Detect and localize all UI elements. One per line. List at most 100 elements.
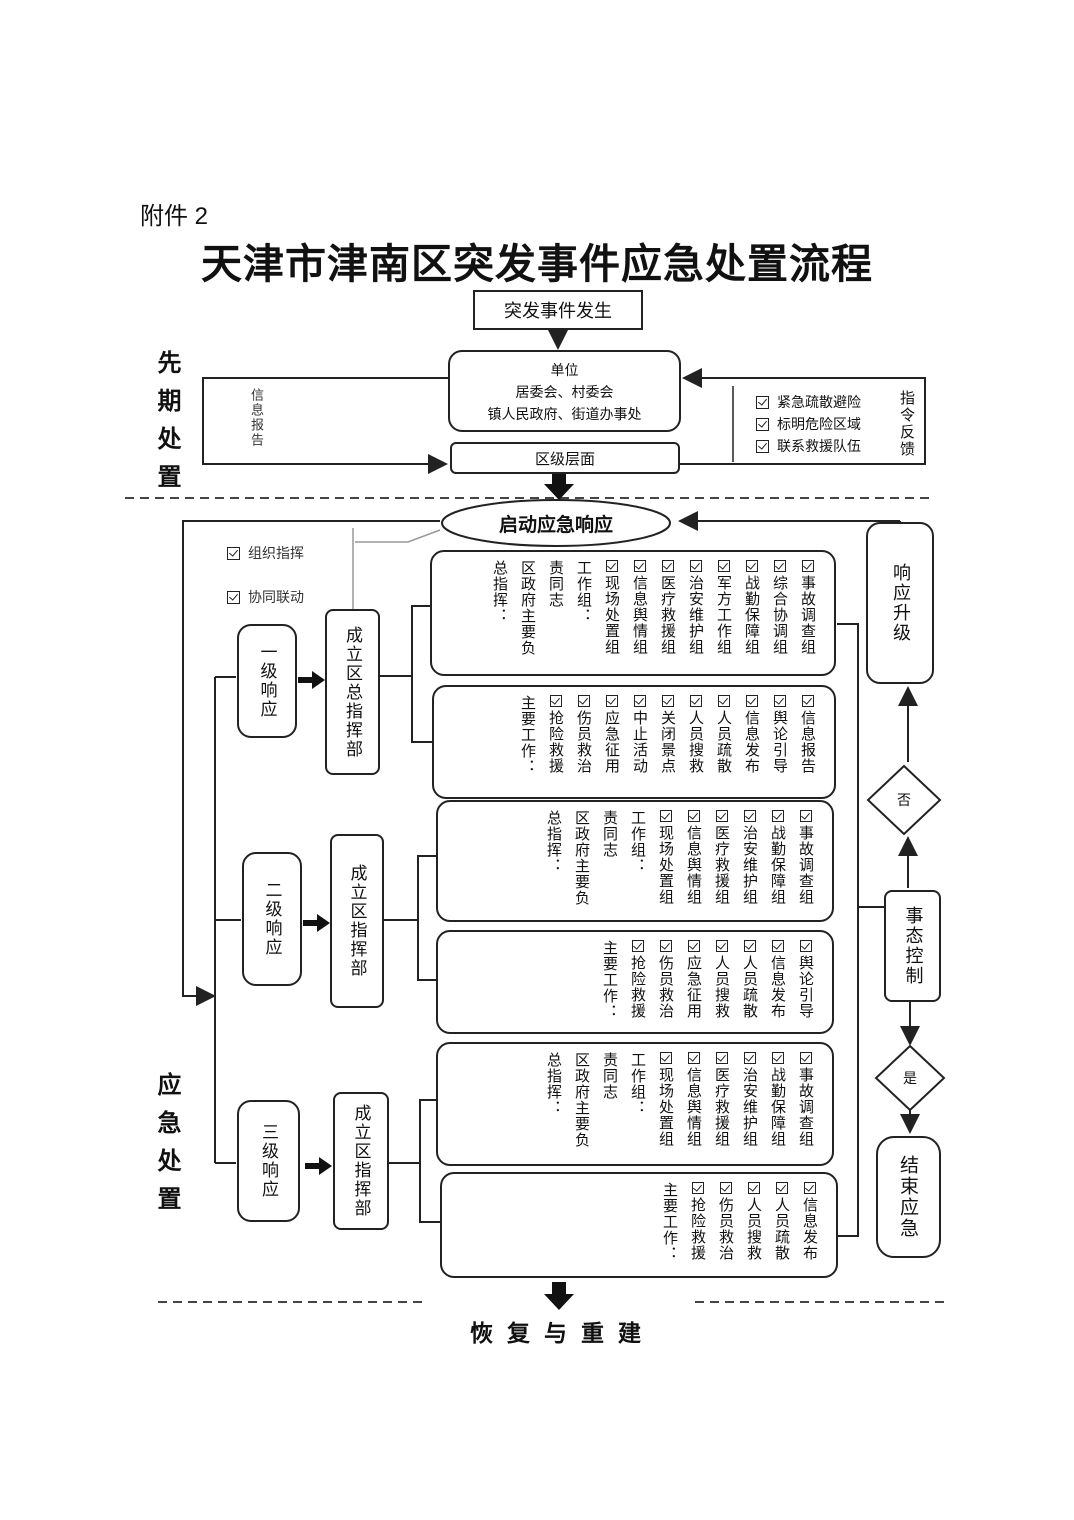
checkbox-icon [632,940,644,952]
detail-text: 区政府主要负 [573,810,591,906]
level-1-team-box: 总指挥：区政府主要负责同志工作组：现场处置组信息舆情组医疗救援组治安维护组军方工… [430,550,836,676]
detail-column: 人员疏散 [736,940,764,1024]
detail-text: 人员疏散 [773,1197,791,1261]
detail-text: 区政府主要负 [519,560,537,656]
coordination-item: 组织指挥 [227,532,304,576]
detail-column: 现场处置组 [652,810,680,912]
unit-line3: 镇人民政府、街道办事处 [487,407,642,423]
checkbox-icon [772,810,784,822]
level-3-work-box: 主要工作：抢险救援伤员救治人员搜救人员疏散信息发布 [440,1172,838,1278]
attachment-label: 附件 2 [140,203,209,230]
detail-text: 总指挥： [545,1052,563,1116]
level-2-hq: 成立区指挥部 [330,834,384,1008]
detail-column: 应急征用 [598,695,626,789]
checkbox-icon [744,940,756,952]
level-3-hq: 成立区指挥部 [333,1092,389,1230]
event-box: 突发事件发生 [473,290,643,330]
checkbox-icon [746,560,758,572]
detail-text: 信息舆情组 [631,575,649,655]
detail-text: 责同志 [601,810,619,858]
detail-text: 信息发布 [743,710,761,774]
upgrade-box: 响应升级 [866,522,934,684]
checkbox-icon [550,695,562,707]
detail-column: 伤员救治 [652,940,680,1024]
checkbox-icon [660,1052,672,1064]
command-feedback-label: 指令反馈 [898,390,916,458]
detail-text: 工作组： [575,560,593,624]
page-title: 天津市津南区突发事件应急处置流程 [201,240,873,288]
detail-text: 军方工作组 [715,575,733,655]
detail-text: 责同志 [547,560,565,608]
checkbox-icon [692,1182,704,1194]
detail-column: 总指挥： [540,810,568,912]
detail-text: 现场处置组 [603,575,621,655]
detail-column: 人员搜救 [708,940,736,1024]
detail-column: 责同志 [542,560,570,666]
detail-text: 舆论引导 [771,710,789,774]
unit-box: 单位 居委会、村委会 镇人民政府、街道办事处 [448,350,681,432]
checkbox-icon [662,560,674,572]
checkbox-icon [660,940,672,952]
checkbox-icon [720,1182,732,1194]
checkbox-icon [716,940,728,952]
detail-column: 信息发布 [738,695,766,789]
detail-column: 人员疏散 [768,1182,796,1268]
yes-diamond [874,1044,946,1112]
detail-column: 伤员救治 [712,1182,740,1268]
launch-label: 启动应急响应 [498,513,613,536]
level-2-team-box: 总指挥：区政府主要负责同志工作组：现场处置组信息舆情组医疗救援组治安维护组战勤保… [436,800,834,922]
detail-text: 应急征用 [685,955,703,1019]
detail-text: 人员搜救 [713,955,731,1019]
checkbox-icon [606,695,618,707]
info-report-label: 信息报告 [248,388,263,448]
checkbox-icon [800,940,812,952]
checkbox-icon [690,560,702,572]
early-action-item: 紧急疏散避险 [756,392,861,414]
detail-column: 关闭景点 [654,695,682,789]
checkbox-icon [578,695,590,707]
checkbox-icon [227,591,240,604]
detail-text: 人员搜救 [687,710,705,774]
level-2-box: 二级响应 [242,852,302,986]
coordination-list: 组织指挥 协同联动 [227,532,304,620]
detail-text: 信息报告 [799,710,817,774]
detail-text: 主要工作： [601,940,619,1020]
checkbox-icon [688,810,700,822]
detail-column: 抢险救援 [542,695,570,789]
checkbox-icon [800,810,812,822]
launch-oval [441,499,671,547]
detail-text: 现场处置组 [657,1067,675,1147]
checkbox-icon [688,940,700,952]
detail-text: 应急征用 [603,710,621,774]
detail-text: 工作组： [629,1052,647,1116]
detail-column: 责同志 [596,1052,624,1156]
checkbox-icon [776,1182,788,1194]
detail-column: 责同志 [596,810,624,912]
checkbox-icon [718,695,730,707]
checkbox-icon [634,560,646,572]
detail-column: 军方工作组 [710,560,738,666]
detail-column: 医疗救援组 [708,810,736,912]
district-box: 区级层面 [450,442,680,474]
checkbox-icon [227,547,240,560]
checkbox-icon [756,396,769,409]
detail-text: 区政府主要负 [573,1052,591,1148]
checkbox-icon [756,418,769,431]
early-actions-list: 紧急疏散避险 标明危险区域 联系救援队伍 [756,392,861,458]
detail-column: 战勤保障组 [738,560,766,666]
detail-text: 信息发布 [769,955,787,1019]
detail-column: 信息发布 [796,1182,824,1268]
detail-text: 总指挥： [491,560,509,624]
detail-text: 战勤保障组 [743,575,761,655]
detail-text: 抢险救援 [689,1197,707,1261]
yes-label: 是 [903,1071,917,1087]
coordination-item: 协同联动 [227,576,304,620]
detail-column: 工作组： [624,1052,652,1156]
checkbox-icon [756,440,769,453]
detail-column: 人员搜救 [682,695,710,789]
detail-column: 应急征用 [680,940,708,1024]
detail-text: 伤员救治 [717,1197,735,1261]
detail-column: 抢险救援 [624,940,652,1024]
detail-column: 总指挥： [540,1052,568,1156]
